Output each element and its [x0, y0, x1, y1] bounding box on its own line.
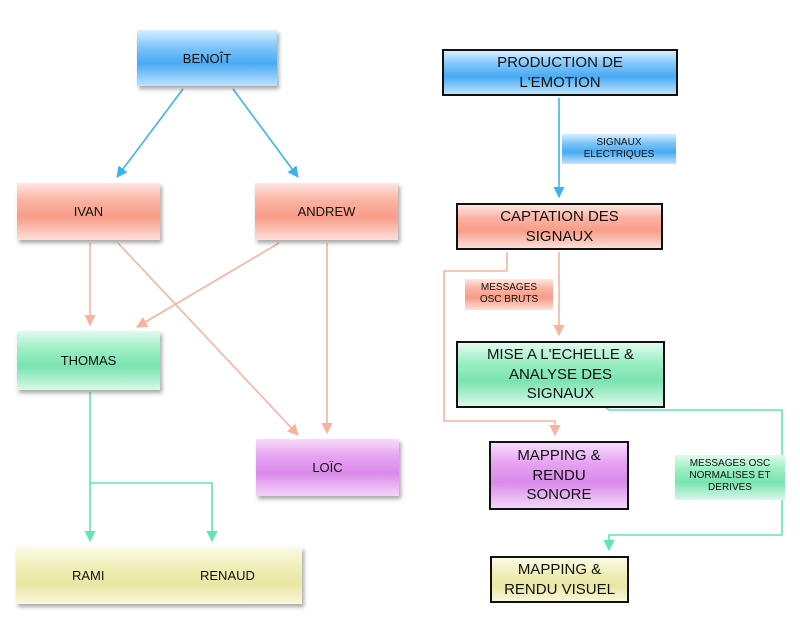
node-thomas-label: THOMAS [60, 353, 117, 368]
node-ivan: IVAN [17, 183, 160, 240]
node-production: PRODUCTION DE L'EMOTION [442, 49, 678, 96]
label-signaux-electriques: SIGNAUX ELECTRIQUES [562, 134, 676, 164]
node-mise: MISE A L'ECHELLE & ANALYSE DES SIGNAUX [456, 341, 665, 408]
node-andrew-label: ANDREW [297, 204, 356, 219]
label-osc-bruts-text: MESSAGES OSC BRUTS [479, 282, 539, 305]
node-thomas: THOMAS [17, 331, 160, 390]
node-production-label: PRODUCTION DE L'EMOTION [497, 54, 623, 91]
edge-thomas-renaud [90, 482, 218, 543]
node-visuel-label: MAPPING & RENDU VISUEL [504, 561, 615, 598]
edge-benoit-andrew [232, 88, 299, 178]
node-mise-label: MISE A L'ECHELLE & ANALYSE DES SIGNAUX [486, 346, 635, 403]
node-loic: LOÏC [256, 439, 399, 496]
node-captation: CAPTATION DES SIGNAUX [456, 203, 663, 250]
edge-andrew-thomas [136, 242, 280, 328]
node-sonore-label: MAPPING & RENDU SONORE [517, 447, 601, 504]
label-signaux-text: SIGNAUX ELECTRIQUES [583, 137, 655, 160]
node-andrew: ANDREW [255, 183, 398, 240]
node-sonore: MAPPING & RENDU SONORE [489, 441, 629, 510]
label-messages-osc-normalises: MESSAGES OSC NORMALISES ET DERIVES [675, 455, 785, 500]
node-benoit: BENOÎT [137, 30, 277, 86]
node-rami-label: RAMI [72, 568, 105, 583]
node-loic-label: LOÏC [312, 460, 343, 475]
edge-benoit-ivan [116, 88, 184, 178]
node-ivan-label: IVAN [73, 204, 104, 219]
node-renaud-label: RENAUD [200, 568, 255, 583]
node-benoit-label: BENOÎT [182, 50, 232, 66]
label-messages-osc-bruts: MESSAGES OSC BRUTS [465, 279, 553, 310]
node-visuel: MAPPING & RENDU VISUEL [490, 556, 629, 603]
node-captation-label: CAPTATION DES SIGNAUX [500, 208, 619, 245]
node-rami-renaud: RAMI RENAUD [16, 547, 302, 604]
label-osc-norm-text: MESSAGES OSC NORMALISES ET DERIVES [689, 458, 771, 493]
